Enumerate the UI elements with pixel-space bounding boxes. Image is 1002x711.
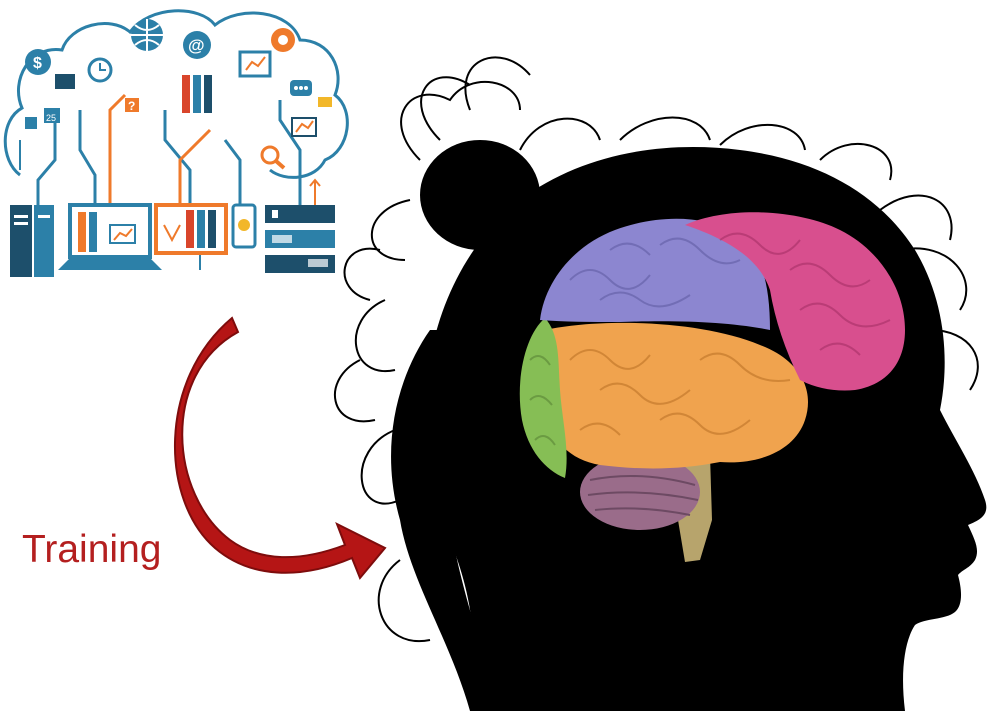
svg-text:?: ? — [128, 99, 135, 113]
hair-strands — [333, 56, 979, 711]
clock-icon — [87, 57, 113, 83]
laptop-icon — [58, 203, 162, 270]
smartphone-icon — [231, 203, 257, 249]
like-icon — [25, 117, 37, 129]
at-sign-icon: @ — [183, 31, 211, 59]
cup-icon — [318, 97, 332, 107]
calendar-icon: 25 — [44, 108, 60, 123]
chart-icon — [238, 50, 272, 78]
brain-folds — [529, 232, 891, 446]
briefcase-icon — [55, 74, 75, 89]
presentation-icon — [291, 117, 317, 137]
cerebellum — [580, 454, 700, 530]
temporal-lobe — [545, 322, 808, 469]
rack-server-icon — [265, 205, 335, 273]
dollar-icon: $ — [25, 49, 51, 75]
svg-text:@: @ — [188, 36, 205, 55]
training-label: Training — [22, 528, 162, 571]
occipital-lobe — [685, 212, 905, 391]
svg-text:$: $ — [33, 55, 42, 72]
tablet-icon — [154, 203, 228, 255]
chat-bubble-icon — [290, 80, 312, 96]
small-arrows — [19, 140, 321, 270]
parietal-lobe — [540, 218, 770, 330]
svg-text:25: 25 — [46, 113, 56, 123]
search-icon — [260, 145, 286, 170]
server-icon — [10, 205, 54, 277]
folder-icons — [182, 75, 212, 113]
data-cloud-icon — [3, 9, 349, 179]
connection-lines — [36, 93, 302, 205]
globe-icon — [131, 19, 163, 51]
gear-icon — [271, 28, 295, 52]
question-icon: ? — [125, 98, 139, 113]
